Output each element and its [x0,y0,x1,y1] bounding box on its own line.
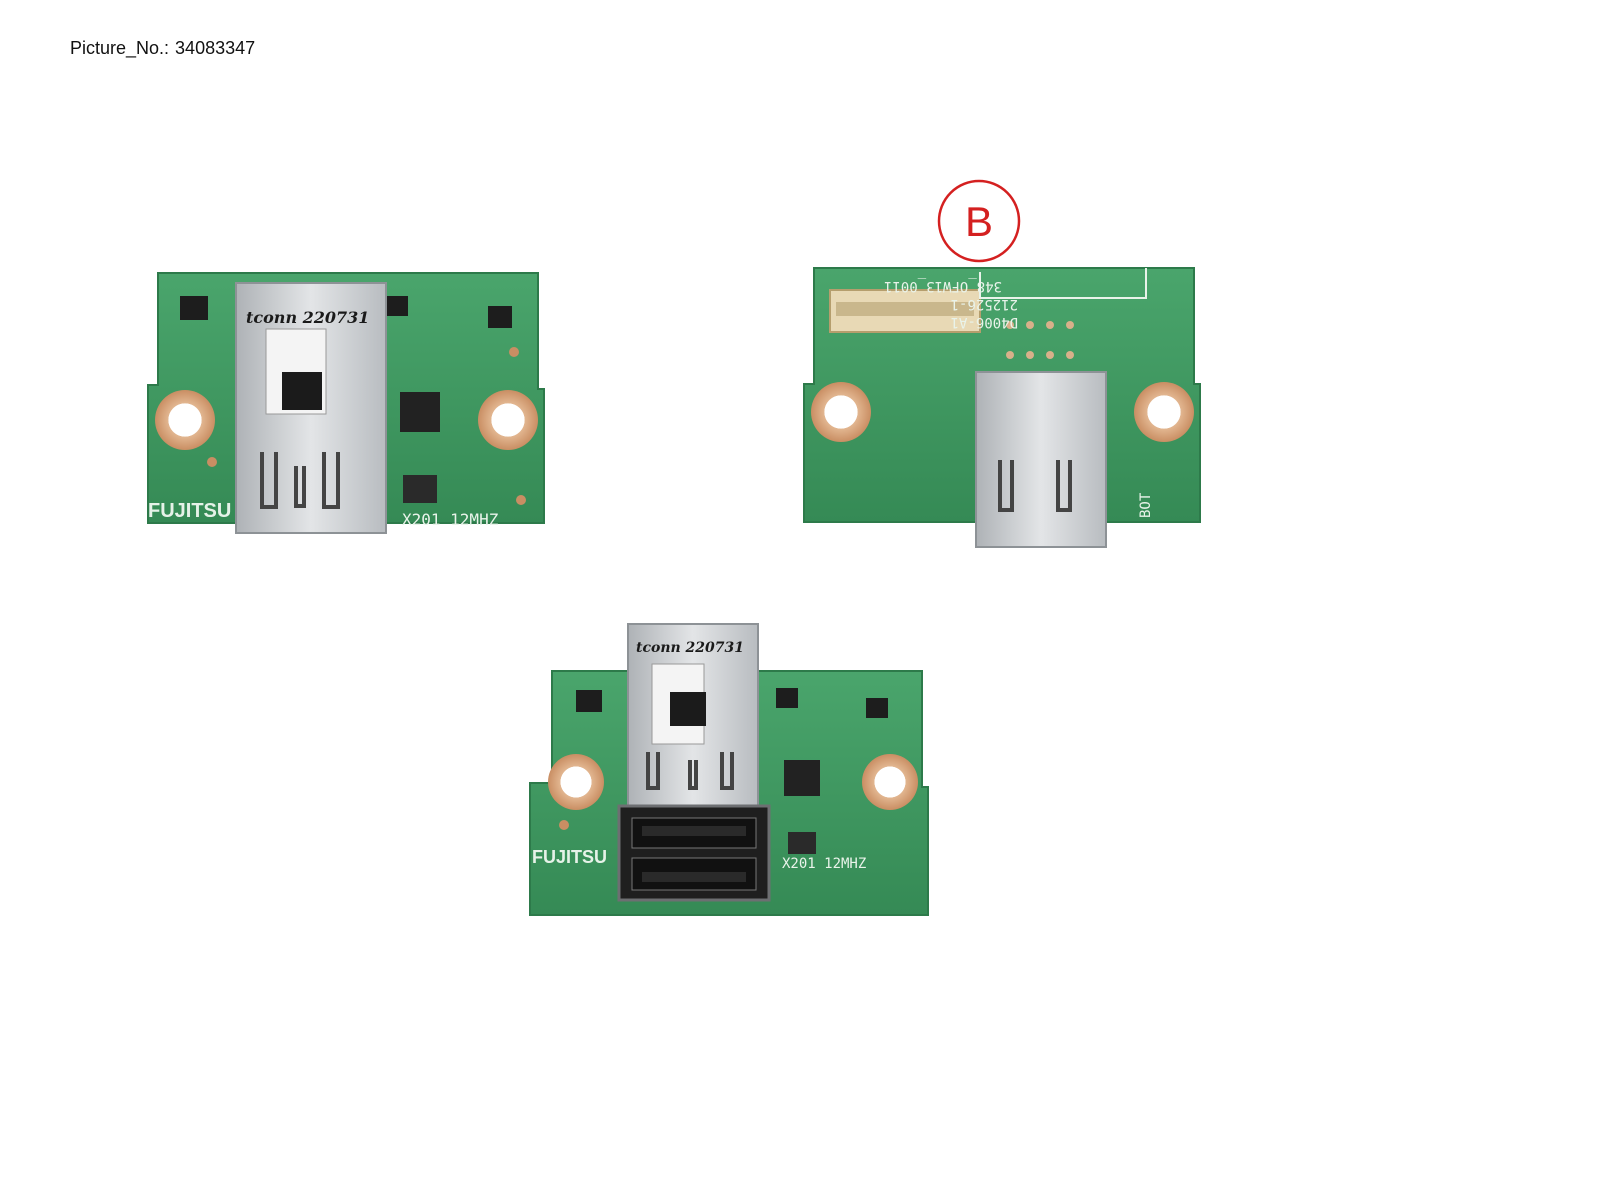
silkscreen-3: D4006-A1 [951,314,1018,330]
board-angled-view: tconn 220731 FUJITSU X201 12MHZ [529,623,929,916]
mount-hole-right [1134,382,1194,442]
mount-hole-right [862,754,918,810]
ic-u302 [488,306,512,328]
test-pad [559,820,569,830]
crystal-x201 [403,475,437,503]
ic-u301 [576,690,602,712]
callout-circle [937,179,1021,263]
picture-number-label: Picture_No.: [70,38,170,58]
ic-ed301 [776,688,798,708]
silkscreen-1: 348_OFW13_0011 [884,278,1002,294]
connector-brand-text: tconn 220731 [636,640,744,656]
test-pad [516,495,526,505]
fpc-contacts [836,302,974,316]
silkscreen-x201: X201 12MHZ [782,856,866,872]
ic-u201 [400,392,440,432]
usb-tongue-lower [642,872,746,882]
usb-tongue-upper [642,826,746,836]
ic-u302 [866,698,888,718]
callout-b: B [937,179,1021,263]
crystal-x201 [788,832,816,854]
board-top-view: tconn 220731 FUJITSU X201 12MHZ [147,272,545,534]
test-pad [509,347,519,357]
mount-hole-right [478,390,538,450]
picture-number-caption: Picture_No.:34083347 [70,38,255,59]
silkscreen-x201: X201 12MHZ [402,510,499,529]
silkscreen-outline [979,268,1147,299]
silkscreen-2: 212526-1 [951,296,1018,312]
silkscreen-4: BOT [1138,492,1154,518]
mount-hole-left [155,390,215,450]
usb-contacts [646,752,734,790]
test-pad [207,457,217,467]
ic-ed301 [386,296,408,316]
fujitsu-logo: FUJITSU [148,500,231,522]
mount-hole-left [548,754,604,810]
picture-number-value: 34083347 [175,38,256,58]
board-bottom-view: 348_OFW13_0011 212526-1 D4006-A1 BOT [803,267,1201,548]
usb-contacts [998,460,1072,512]
datamatrix-code [670,692,706,726]
through-hole-pins [1006,321,1074,359]
callout-letter: B [965,198,993,245]
fujitsu-logo: FUJITSU [532,847,607,867]
ic-u201 [784,760,820,796]
mount-hole-left [811,382,871,442]
connector-brand-text: tconn 220731 [246,308,369,327]
usb-connector-bottom [975,371,1107,548]
datamatrix-code [282,372,322,410]
usb-contacts [260,452,340,509]
ic-u301 [180,296,208,320]
